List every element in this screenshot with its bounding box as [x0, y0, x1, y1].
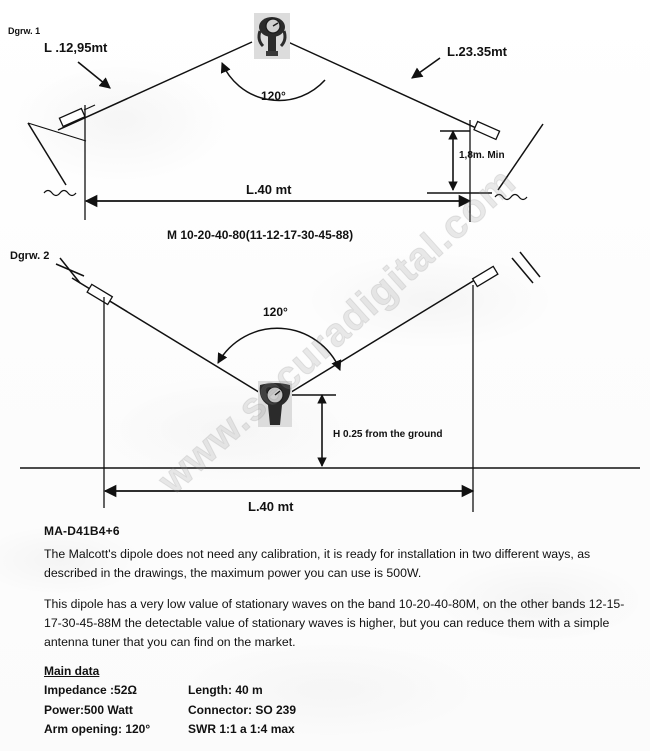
label-span-1: L.40 mt: [246, 182, 292, 197]
diagram2-title: Dgrw. 2: [10, 250, 50, 262]
main-data-heading: Main data: [44, 664, 100, 679]
spec-length: Length: 40 m: [188, 683, 263, 698]
spec-power: Power:500 Watt: [44, 702, 133, 717]
paragraph-1: The Malcott's dipole does not need any c…: [44, 547, 591, 581]
label-min-height: 1,8m. Min: [459, 150, 505, 161]
spec-arm-opening: Arm opening: 120°: [44, 722, 151, 737]
insulator-left: [58, 104, 96, 128]
insulator-left-2: [86, 283, 114, 306]
label-right-leg: L.23.35mt: [447, 44, 507, 59]
label-left-leg: L .12,95mt: [44, 40, 108, 55]
insulator-right-2: [471, 265, 499, 288]
label-bands: M 10-20-40-80(11-12-17-30-45-88): [167, 228, 354, 242]
diagram2-lines: [20, 251, 640, 512]
label-ground-height: H 0.25 from the ground: [333, 429, 443, 440]
spec-connector: Connector: SO 239: [188, 702, 297, 717]
model-number: MA-D41B4+6: [44, 524, 120, 538]
balun-photo-diagram1: [254, 13, 290, 59]
spec-swr: SWR 1:1 a 1:4 max: [188, 722, 295, 737]
specification-text: MA-D41B4+6 The Malcott's dipole does not…: [44, 524, 629, 740]
label-apex-angle-1: 120°: [261, 89, 286, 103]
spec-column-left: Impedance :52Ω Power:500 Watt Arm openin…: [44, 681, 162, 739]
diagram1-lines: [27, 41, 544, 222]
balun-photo-diagram2: [258, 381, 292, 427]
label-span-2: L.40 mt: [248, 499, 294, 514]
spec-column-right: Length: 40 m Connector: SO 239 SWR 1:1 a…: [188, 681, 296, 739]
spec-impedance: Impedance :52Ω: [44, 683, 137, 698]
label-apex-angle-2: 120°: [263, 305, 288, 319]
paragraph-2: This dipole has a very low value of stat…: [44, 597, 625, 650]
diagram1-title: Dgrw. 1: [8, 26, 41, 36]
main-data-table: Impedance :52Ω Power:500 Watt Arm openin…: [44, 681, 629, 739]
insulator-right: [473, 120, 501, 141]
